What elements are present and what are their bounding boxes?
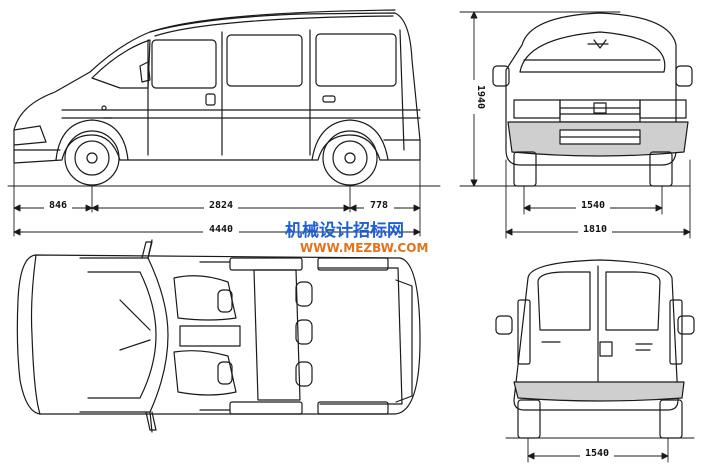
- front-dimension-lines: [505, 159, 691, 239]
- van-side-view-icon: [7, 9, 441, 187]
- van-front-view-icon: [492, 12, 693, 187]
- overall-height-label: 1940: [475, 85, 486, 109]
- front-track-label: 1540: [581, 200, 605, 211]
- rear-overhang-label: 778: [370, 200, 388, 211]
- watermark-title: 机械设计招标网: [285, 220, 404, 241]
- overall-width-label: 1810: [583, 224, 607, 235]
- watermark: 机械设计招标网 WWW.MEZBW.COM: [285, 220, 428, 255]
- wheelbase-label: 2824: [209, 200, 233, 211]
- rear-track-label: 1540: [585, 448, 609, 459]
- watermark-url: WWW.MEZBW.COM: [300, 241, 428, 255]
- front-overhang-label: 846: [49, 200, 67, 211]
- overall-length-label: 4440: [209, 224, 233, 235]
- van-top-view-icon: [16, 239, 421, 433]
- van-rear-view-icon: [495, 259, 695, 439]
